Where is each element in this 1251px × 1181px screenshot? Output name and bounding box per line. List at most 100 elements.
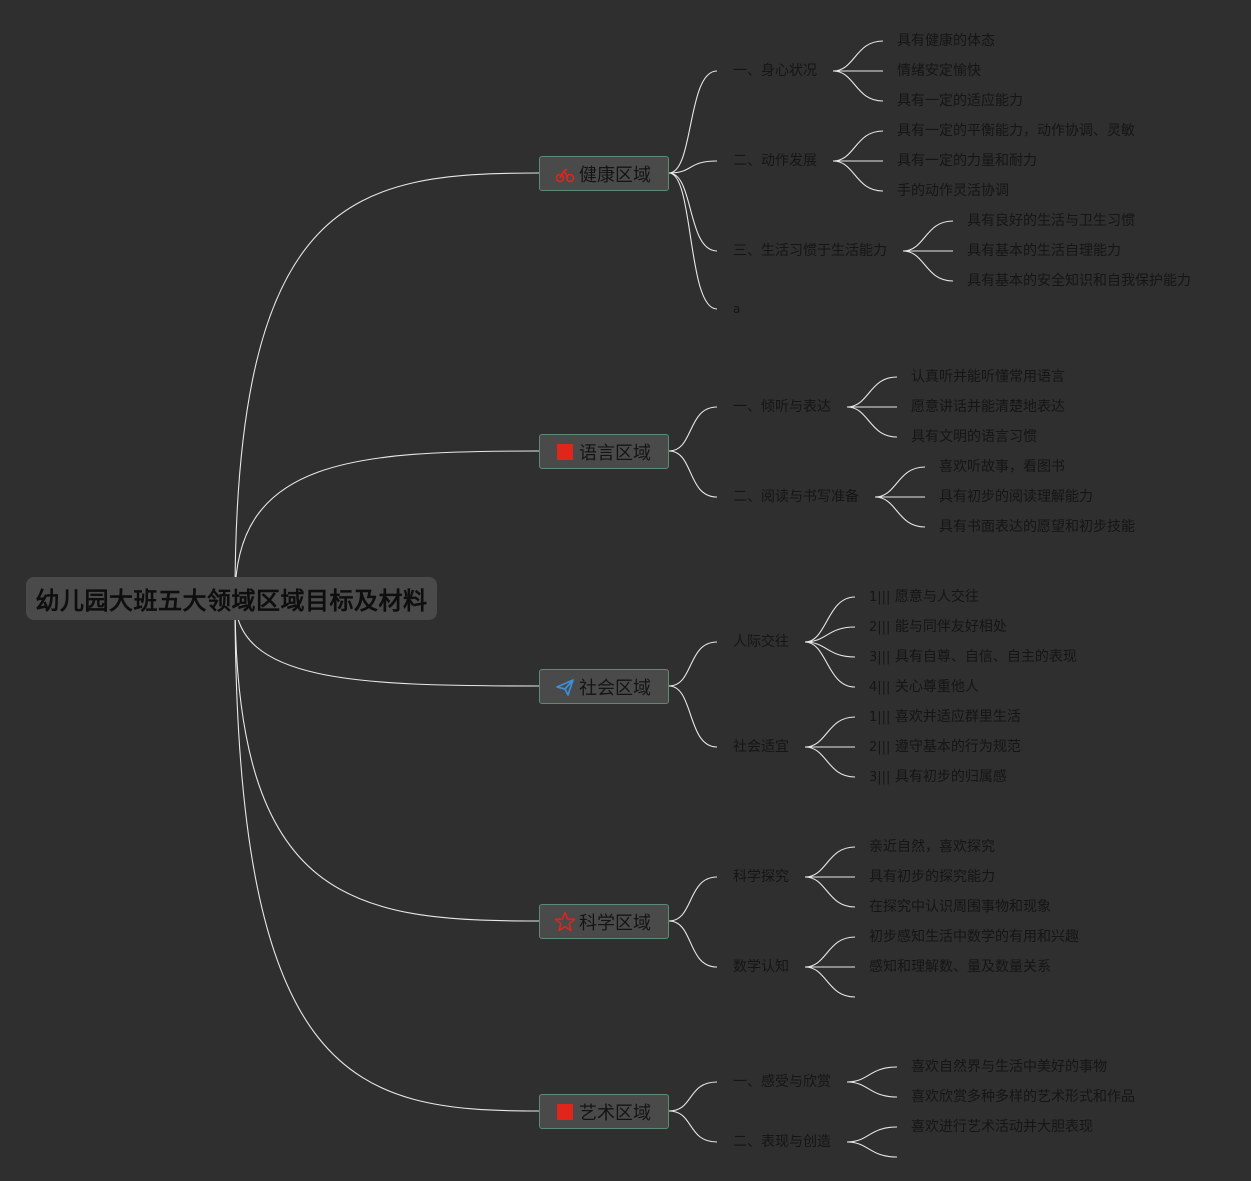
leaf-item[interactable]: 手的动作灵活协调	[897, 183, 1009, 199]
item-number: 3|||	[869, 770, 891, 785]
bike-icon	[554, 163, 576, 185]
region-node[interactable]: 健康区域	[539, 156, 669, 191]
subtopic-label[interactable]: 社会适宜	[733, 739, 789, 755]
subtopic-label[interactable]: 一、感受与欣赏	[733, 1074, 831, 1090]
item-number: 1|||	[869, 710, 891, 725]
subtopic-label[interactable]: 二、动作发展	[733, 153, 817, 169]
root-to-region-connector	[234, 172, 540, 599]
subtopic-to-item-connector	[846, 1126, 898, 1143]
leaf-item[interactable]: 亲近自然，喜欢探究	[869, 839, 995, 855]
leaf-item[interactable]: 具有一定的适应能力	[897, 93, 1023, 109]
red-square-icon	[554, 1101, 576, 1123]
leaf-item[interactable]: 具有初步的探究能力	[869, 869, 995, 885]
leaf-item[interactable]: 具有文明的语言习惯	[911, 429, 1037, 445]
leaf-item[interactable]: 4||| 关心尊重他人	[869, 678, 979, 697]
leaf-item[interactable]: 喜欢欣赏多种多样的艺术形式和作品	[911, 1089, 1135, 1105]
region-to-subtopic-connector	[668, 172, 718, 310]
subtopic-to-item-connector	[874, 496, 926, 528]
subtopic-label[interactable]: 三、生活习惯于生活能力	[733, 243, 887, 259]
subtopic-to-item-connector	[846, 1141, 898, 1158]
subtopic-to-item-connector	[832, 160, 884, 192]
leaf-item[interactable]: 具有良好的生活与卫生习惯	[967, 213, 1135, 229]
item-text: 具有初步的归属感	[894, 769, 1007, 785]
leaf-item[interactable]: 愿意讲话并能清楚地表达	[911, 399, 1065, 415]
item-text: 关心尊重他人	[894, 679, 979, 695]
subtopic-label[interactable]: 二、表现与创造	[733, 1134, 831, 1150]
root-to-region-connector	[234, 450, 540, 599]
subtopic-to-item-connector	[804, 846, 856, 878]
subtopic-to-item-connector	[804, 936, 856, 968]
leaf-item[interactable]: 初步感知生活中数学的有用和兴趣	[869, 929, 1079, 945]
item-number: 3|||	[869, 650, 891, 665]
subtopic-label[interactable]: 人际交往	[733, 634, 789, 650]
subtopic-label[interactable]: a	[733, 302, 741, 316]
subtopic-label[interactable]: 二、阅读与书写准备	[733, 489, 859, 505]
leaf-item[interactable]: 喜欢进行艺术活动并大胆表现	[911, 1119, 1093, 1135]
region-to-subtopic-connector	[668, 1110, 718, 1143]
region-to-subtopic-connector	[668, 876, 718, 922]
region-to-subtopic-connector	[668, 172, 718, 252]
leaf-item[interactable]: 具有一定的平衡能力，动作协调、灵敏	[897, 123, 1135, 139]
item-text: 具有自尊、自信、自主的表现	[894, 649, 1077, 665]
leaf-item[interactable]: 具有基本的生活自理能力	[967, 243, 1121, 259]
subtopic-to-item-connector	[846, 1081, 898, 1098]
region-node[interactable]: 艺术区域	[539, 1094, 669, 1129]
leaf-item[interactable]: 感知和理解数、量及数量关系	[869, 959, 1051, 975]
region-node[interactable]: 语言区域	[539, 434, 669, 469]
subtopic-to-item-connector	[846, 1066, 898, 1083]
item-text: 愿意与人交往	[894, 589, 979, 605]
leaf-item[interactable]: 具有一定的力量和耐力	[897, 153, 1037, 169]
leaf-item[interactable]: 具有健康的体态	[897, 33, 995, 49]
region-to-subtopic-connector	[668, 406, 718, 452]
leaf-item[interactable]: 喜欢自然界与生活中美好的事物	[911, 1059, 1107, 1075]
root-topic[interactable]: 幼儿园大班五大领域区域目标及材料	[26, 577, 437, 620]
region-to-subtopic-connector	[668, 641, 718, 687]
subtopic-to-item-connector	[804, 746, 856, 778]
leaf-item[interactable]: 1||| 喜欢并适应群里生活	[869, 708, 1021, 727]
subtopic-to-item-connector	[832, 40, 884, 72]
region-to-subtopic-connector	[668, 160, 718, 174]
leaf-item[interactable]: 情绪安定愉快	[897, 63, 981, 79]
region-to-subtopic-connector	[668, 920, 718, 968]
leaf-item[interactable]: 具有基本的安全知识和自我保护能力	[967, 273, 1191, 289]
region-to-subtopic-connector	[668, 685, 718, 748]
subtopic-to-item-connector	[804, 641, 856, 658]
leaf-item[interactable]: 1||| 愿意与人交往	[869, 588, 979, 607]
leaf-item[interactable]: 喜欢听故事，看图书	[939, 459, 1065, 475]
root-to-region-connector	[234, 597, 540, 687]
region-node[interactable]: 社会区域	[539, 669, 669, 704]
subtopic-label[interactable]: 一、倾听与表达	[733, 399, 831, 415]
leaf-item[interactable]: 具有初步的阅读理解能力	[939, 489, 1093, 505]
subtopic-label[interactable]: 科学探究	[733, 869, 789, 885]
region-label: 健康区域	[579, 164, 651, 186]
region-to-subtopic-connector	[668, 450, 718, 498]
region-node[interactable]: 科学区域	[539, 904, 669, 939]
subtopic-to-item-connector	[832, 70, 884, 102]
subtopic-label[interactable]: 数学认知	[733, 959, 789, 975]
item-number: 4|||	[869, 680, 891, 695]
leaf-item[interactable]: 3||| 具有自尊、自信、自主的表现	[869, 648, 1077, 667]
leaf-item[interactable]: 在探究中认识周围事物和现象	[869, 899, 1051, 915]
leaf-item[interactable]: 3||| 具有初步的归属感	[869, 768, 1007, 787]
region-to-subtopic-connector	[668, 1081, 718, 1112]
subtopic-to-item-connector	[804, 876, 856, 908]
leaf-item[interactable]: 2||| 能与同伴友好相处	[869, 618, 1007, 637]
item-text: 能与同伴友好相处	[894, 619, 1007, 635]
subtopic-label[interactable]: 一、身心状况	[733, 63, 817, 79]
subtopic-to-item-connector	[804, 626, 856, 643]
region-label: 科学区域	[579, 912, 651, 934]
item-number: 2|||	[869, 740, 891, 755]
leaf-item[interactable]: 具有书面表达的愿望和初步技能	[939, 519, 1135, 535]
leaf-item[interactable]: 认真听并能听懂常用语言	[911, 369, 1065, 385]
subtopic-to-item-connector	[902, 250, 954, 282]
subtopic-to-item-connector	[846, 406, 898, 438]
subtopic-to-item-connector	[846, 376, 898, 408]
leaf-item[interactable]: 2||| 遵守基本的行为规范	[869, 738, 1021, 757]
subtopic-to-item-connector	[832, 130, 884, 162]
item-text: 喜欢并适应群里生活	[894, 709, 1021, 725]
region-to-subtopic-connector	[668, 70, 718, 174]
paper-plane-icon	[554, 676, 576, 698]
subtopic-to-item-connector	[804, 716, 856, 748]
subtopic-to-item-connector	[804, 641, 856, 688]
